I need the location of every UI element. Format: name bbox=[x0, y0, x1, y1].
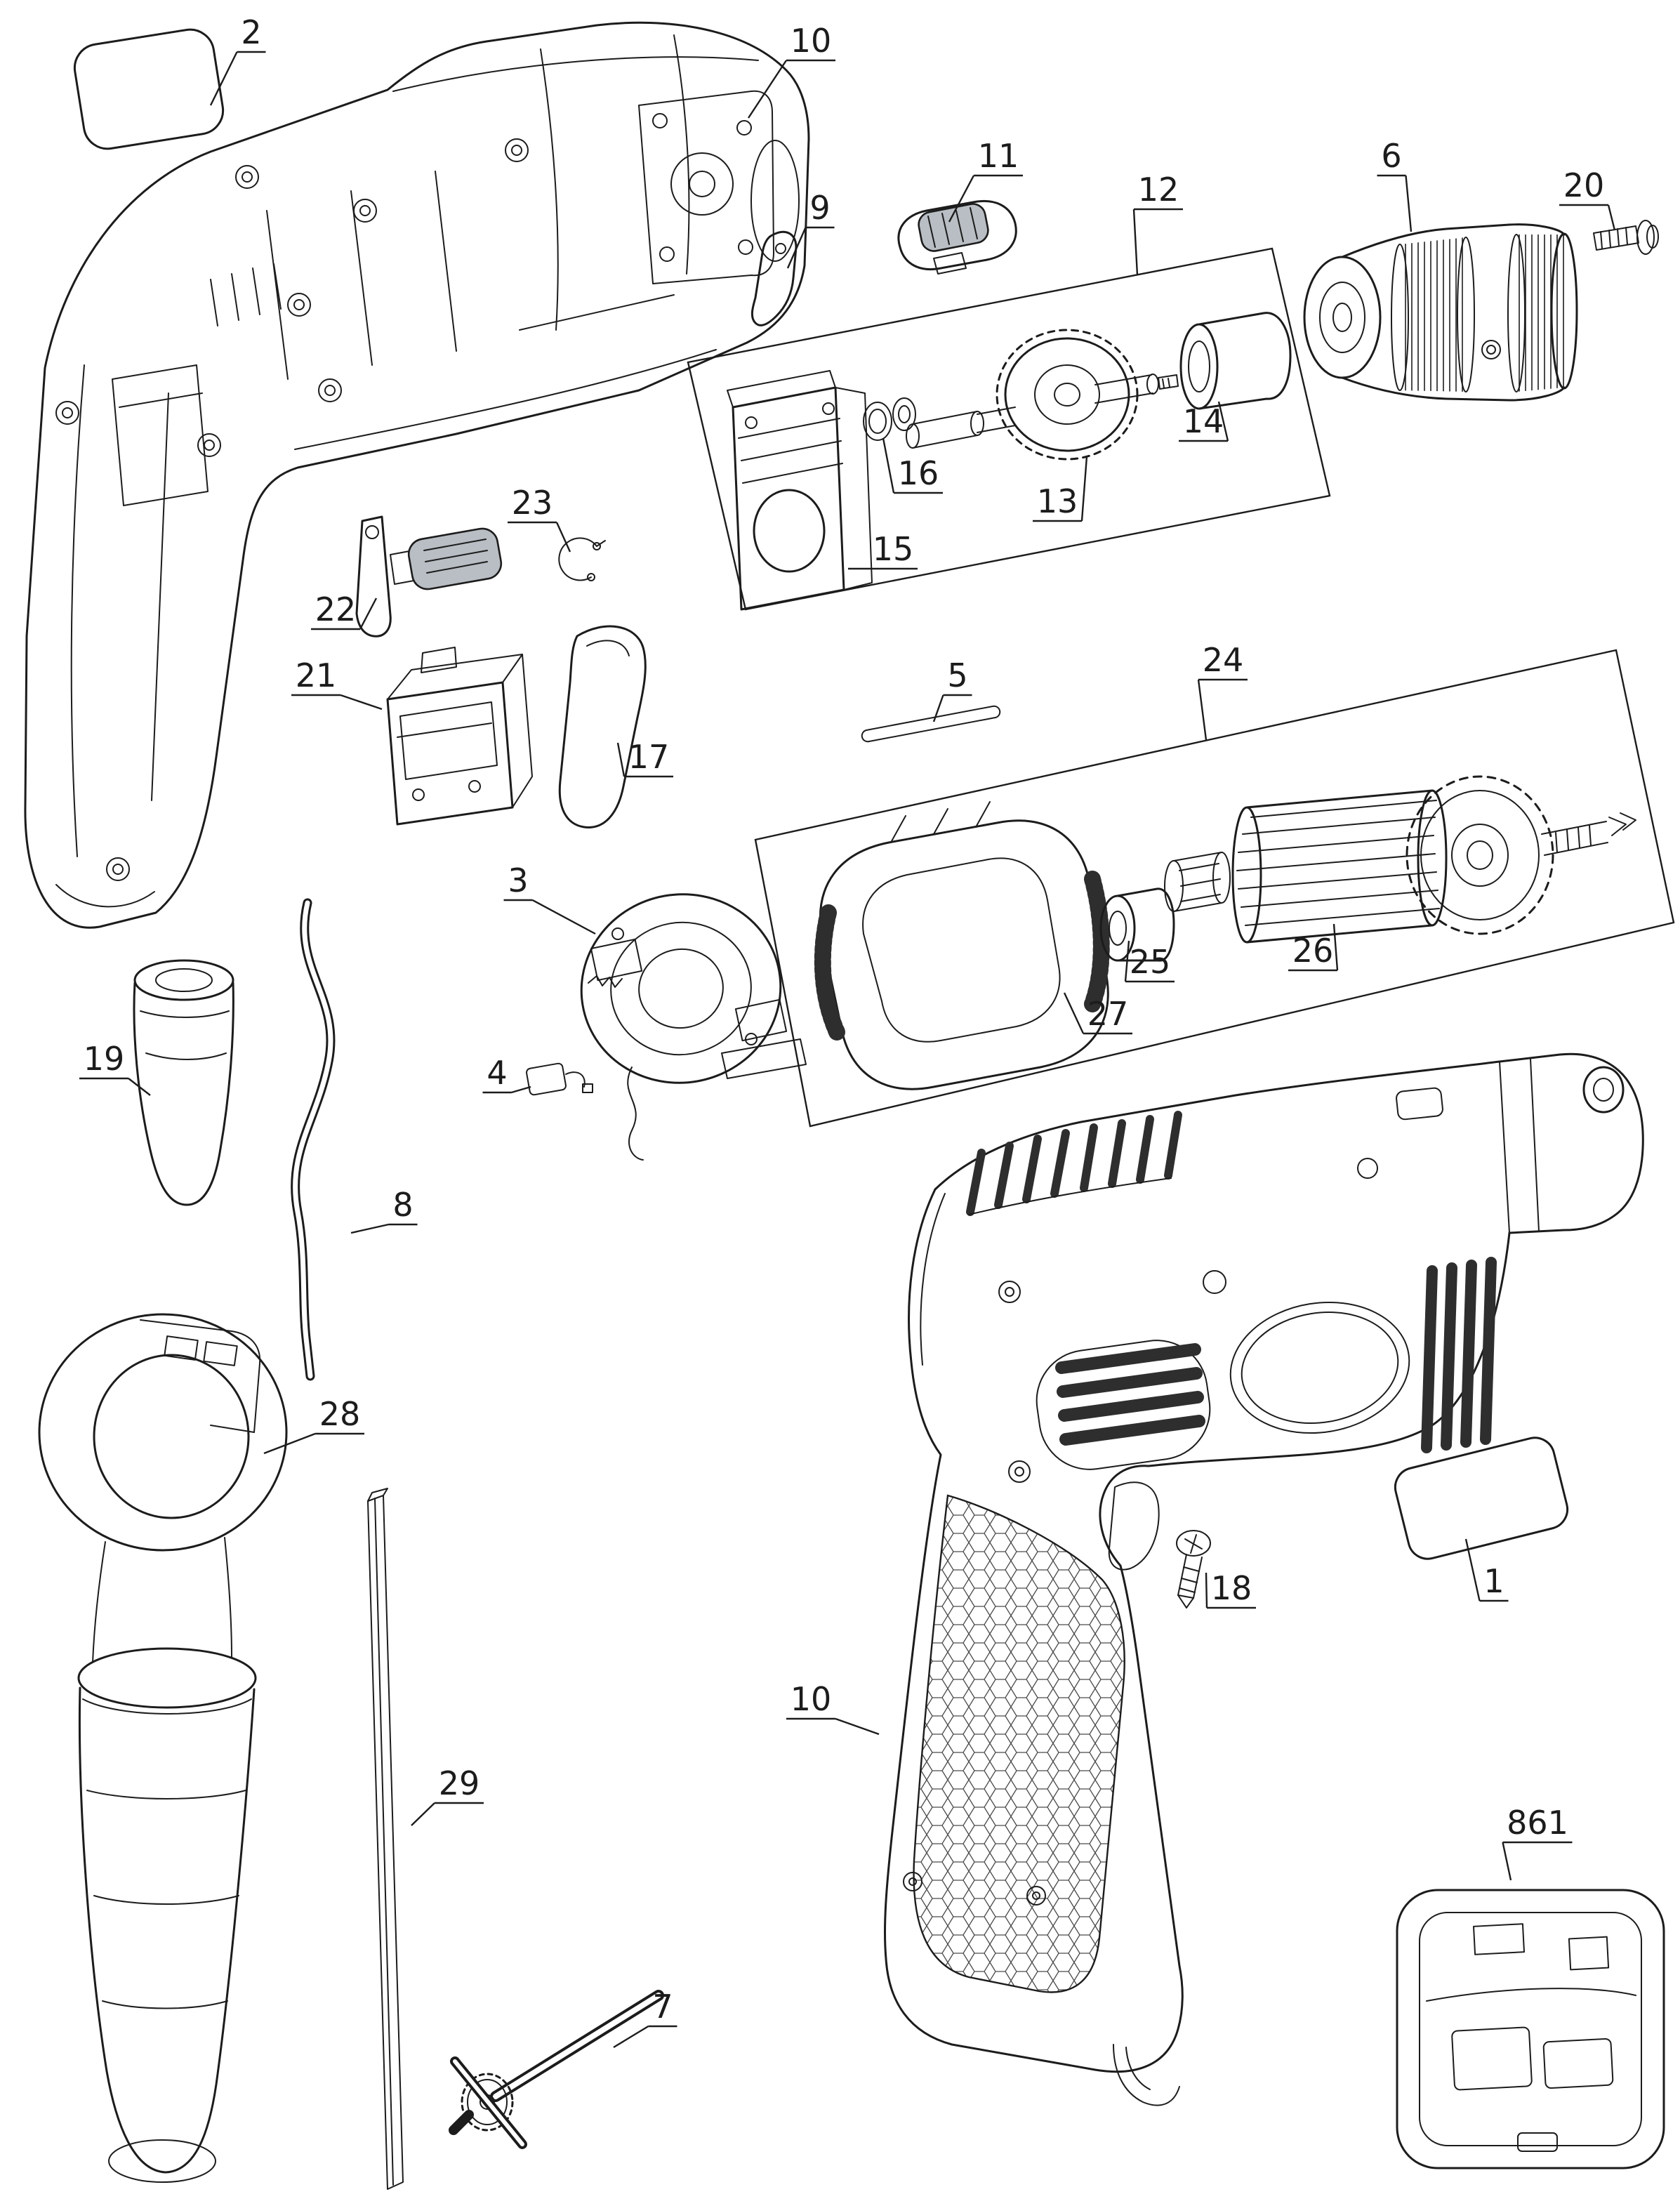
callout-leader-6 bbox=[1377, 174, 1413, 232]
callout-label-19: 19 bbox=[84, 1040, 125, 1078]
callout-label-12: 12 bbox=[1138, 171, 1179, 209]
callout-leader-18 bbox=[1205, 1572, 1256, 1609]
callout-leader-2 bbox=[209, 51, 266, 106]
callout-leader-12 bbox=[1132, 208, 1183, 276]
part-11-selector-button bbox=[897, 200, 1017, 275]
assembly-box-12 bbox=[687, 247, 1331, 611]
callout-label-14: 14 bbox=[1183, 402, 1224, 440]
part-6-chuck bbox=[1303, 223, 1578, 402]
part-14-sleeve bbox=[1179, 312, 1292, 410]
callout-leader-14 bbox=[1179, 401, 1229, 442]
callout-label-20: 20 bbox=[1563, 166, 1605, 204]
callout-label-28: 28 bbox=[319, 1395, 361, 1433]
part-15-bearing-block bbox=[727, 370, 873, 611]
callout-label-27: 27 bbox=[1087, 995, 1129, 1033]
callout-label-8: 8 bbox=[392, 1186, 413, 1224]
callout-label-10-bottom: 10 bbox=[791, 1680, 832, 1718]
part-22-lock-lever bbox=[355, 515, 503, 638]
callout-leader-20 bbox=[1559, 204, 1616, 231]
assembly-box-24 bbox=[754, 649, 1675, 1128]
callout-label-18: 18 bbox=[1211, 1569, 1252, 1607]
callout-leader-26 bbox=[1288, 923, 1339, 972]
callout-leader-16 bbox=[882, 437, 943, 494]
callout-label-23: 23 bbox=[512, 484, 553, 522]
callout-leader-25 bbox=[1124, 940, 1175, 983]
part-8-depth-rod-bent bbox=[291, 898, 336, 1381]
callout-leader-17 bbox=[616, 742, 673, 778]
part-2-nameplate bbox=[73, 28, 225, 150]
part-1-nameplate bbox=[1394, 1436, 1569, 1560]
part-29-depth-rod bbox=[367, 1488, 404, 2190]
callout-leader-29 bbox=[411, 1802, 484, 1826]
part-17-switch-boot bbox=[558, 625, 647, 828]
part-26-armature bbox=[1164, 775, 1636, 944]
callout-label-861: 861 bbox=[1507, 1804, 1568, 1842]
callout-label-1: 1 bbox=[1483, 1562, 1504, 1600]
part-21-switch bbox=[386, 647, 533, 826]
callout-label-13: 13 bbox=[1037, 482, 1078, 520]
part-18-screw bbox=[1176, 1530, 1211, 1609]
callout-leader-5 bbox=[932, 694, 972, 722]
part-27-field-stator bbox=[814, 801, 1110, 1090]
callout-leader-9 bbox=[786, 226, 835, 269]
callout-label-7: 7 bbox=[652, 1988, 673, 2026]
callout-leader-4 bbox=[482, 1085, 531, 1094]
callout-label-26: 26 bbox=[1292, 932, 1334, 970]
callout-leader-861 bbox=[1502, 1841, 1573, 1881]
callout-label-9: 9 bbox=[809, 189, 830, 227]
callout-label-16: 16 bbox=[898, 454, 939, 492]
callout-leader-10-bottom bbox=[786, 1717, 880, 1736]
callout-leader-3 bbox=[503, 899, 596, 935]
callout-label-21: 21 bbox=[296, 656, 337, 694]
callout-leader-11 bbox=[948, 174, 1023, 223]
callout-leader-1 bbox=[1464, 1538, 1509, 1602]
part-20-screw bbox=[1593, 220, 1659, 255]
callout-leader-21 bbox=[291, 694, 383, 711]
part-housing-left-half bbox=[24, 21, 810, 929]
part-13-spindle-gear bbox=[906, 329, 1179, 461]
part-19-handle-grip bbox=[133, 959, 234, 1206]
callout-leader-28 bbox=[263, 1432, 364, 1455]
part-3-brush-plate bbox=[580, 893, 807, 1161]
callout-label-24: 24 bbox=[1203, 641, 1244, 679]
part-16-retaining-ring bbox=[863, 397, 916, 441]
callout-label-5: 5 bbox=[947, 656, 967, 694]
callout-label-29: 29 bbox=[439, 1764, 480, 1802]
housing-screw-bosses bbox=[55, 138, 529, 881]
part-4-carbon-brush bbox=[526, 1062, 593, 1096]
callout-label-15: 15 bbox=[873, 530, 914, 568]
callout-leader-19 bbox=[79, 1077, 151, 1096]
part-10-drill-housing-assembly bbox=[883, 1052, 1644, 2106]
callout-label-4: 4 bbox=[487, 1054, 507, 1092]
callout-leader-22 bbox=[311, 597, 378, 630]
callout-leader-13 bbox=[1033, 456, 1088, 522]
callout-label-17: 17 bbox=[628, 738, 670, 776]
part-9-lever bbox=[750, 231, 798, 326]
part-23-retaining-clip bbox=[558, 537, 606, 581]
callout-leader-23 bbox=[508, 521, 571, 553]
callout-leader-24 bbox=[1197, 678, 1248, 741]
part-7-chuck-key bbox=[449, 1990, 664, 2149]
callout-leader-7 bbox=[613, 2025, 677, 2049]
part-28-side-handle bbox=[38, 1313, 288, 2183]
callout-label-2: 2 bbox=[241, 13, 261, 51]
callout-label-6: 6 bbox=[1381, 137, 1401, 175]
callout-label-25: 25 bbox=[1130, 943, 1171, 981]
callout-label-3: 3 bbox=[508, 861, 528, 899]
callout-leader-10-top bbox=[747, 59, 835, 119]
callout-label-22: 22 bbox=[315, 590, 357, 628]
part-25-bearing bbox=[1099, 887, 1175, 962]
callout-leader-27 bbox=[1063, 992, 1132, 1035]
part-5-pin bbox=[861, 705, 1001, 743]
part-861-kitbox bbox=[1396, 1889, 1665, 2169]
callout-leader-8 bbox=[350, 1223, 418, 1234]
callout-label-10-top: 10 bbox=[791, 22, 832, 60]
callout-label-11: 11 bbox=[978, 137, 1019, 175]
